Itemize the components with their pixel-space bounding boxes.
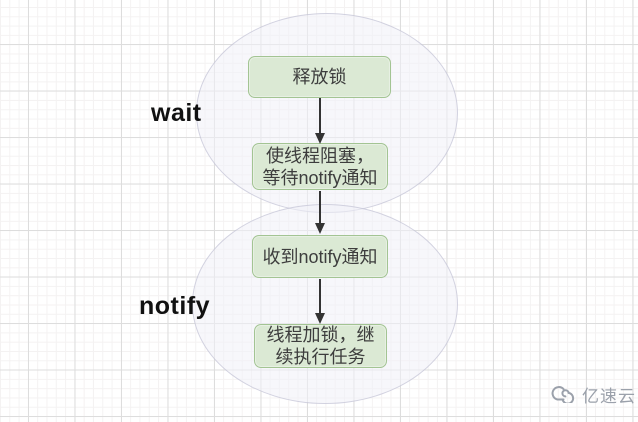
watermark: 亿速云 bbox=[549, 380, 636, 408]
arrowhead-down-icon bbox=[314, 223, 325, 234]
node-lock-continue: 线程加锁，继 续执行任务 bbox=[254, 324, 387, 368]
region-ellipse-notify bbox=[192, 204, 458, 404]
arrow-release-to-block bbox=[314, 98, 325, 144]
node-block-thread: 使线程阻塞， 等待notify通知 bbox=[252, 143, 388, 190]
watermark-brand-text: 亿速云 bbox=[582, 386, 636, 406]
node-release-lock: 释放锁 bbox=[248, 56, 391, 98]
region-label-notify: notify bbox=[139, 292, 211, 320]
cloud-spiral-logo-icon bbox=[549, 380, 579, 408]
node-receive-notify: 收到notify通知 bbox=[252, 235, 388, 278]
arrow-receive-to-lock bbox=[314, 279, 325, 324]
arrowhead-down-icon bbox=[314, 313, 325, 324]
arrow-block-to-receive bbox=[314, 191, 325, 234]
arrow-shaft bbox=[318, 98, 321, 134]
region-label-wait: wait bbox=[151, 99, 202, 127]
arrow-shaft bbox=[318, 191, 321, 224]
arrowhead-down-icon bbox=[314, 133, 325, 144]
arrow-shaft bbox=[318, 279, 321, 314]
